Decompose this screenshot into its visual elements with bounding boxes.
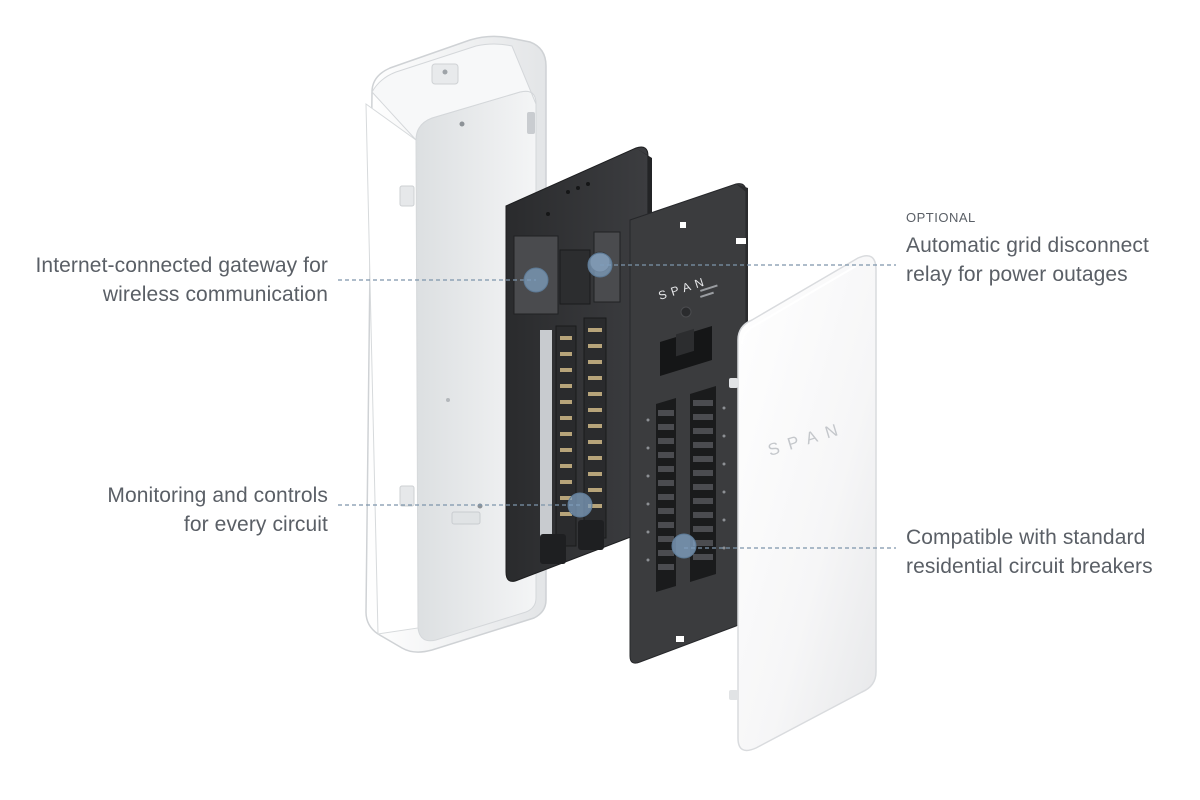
callout-marker-dot: [671, 533, 697, 559]
glass-front-cover: SPAN: [729, 255, 877, 752]
callout-breakers-line1: Compatible with standard: [906, 526, 1146, 549]
callout-markers: [523, 252, 697, 559]
callout-monitor: Monitoring and controls for every circui…: [107, 481, 328, 539]
dead-front-plate: SPAN: [629, 183, 748, 664]
callout-relay-line2: relay for power outages: [906, 263, 1128, 286]
callout-monitor-line2: for every circuit: [183, 513, 328, 536]
callout-monitor-line1: Monitoring and controls: [107, 484, 328, 507]
callout-gateway-line2: wireless communication: [102, 283, 328, 306]
callout-gateway: Internet-connected gateway for wireless …: [35, 251, 328, 309]
callout-marker-dot: [587, 252, 613, 278]
leader-lines: [338, 264, 896, 549]
callout-gateway-line1: Internet-connected gateway for: [35, 254, 328, 277]
optional-tag: OPTIONAL: [906, 210, 976, 225]
callout-breakers-line2: residential circuit breakers: [906, 555, 1153, 578]
callout-relay-line1: Automatic grid disconnect: [906, 234, 1149, 257]
callout-relay: OPTIONAL Automatic grid disconnect relay…: [906, 209, 1149, 289]
callout-breakers: Compatible with standard residential cir…: [906, 523, 1153, 581]
callout-marker-dot: [567, 492, 593, 518]
callout-marker-dot: [523, 267, 549, 293]
